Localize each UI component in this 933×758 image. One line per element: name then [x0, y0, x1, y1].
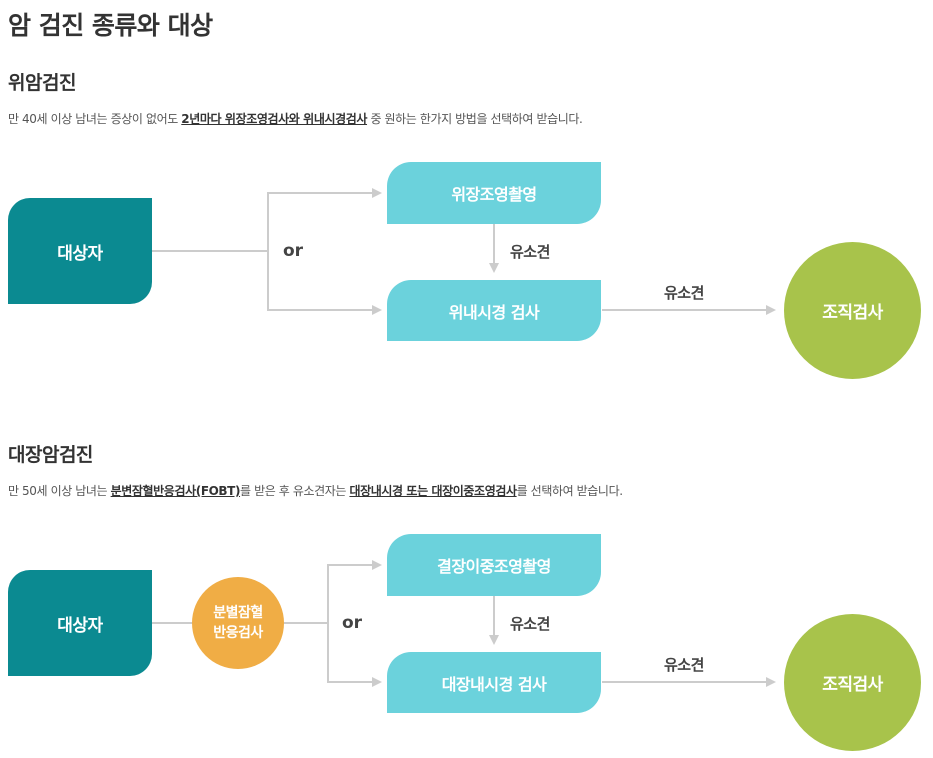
target-box: 대상자 — [8, 198, 152, 304]
fobt-label-line1: 분별잠혈 — [213, 605, 263, 621]
fobt-label-line2: 반응검사 — [213, 625, 263, 641]
connector-branch-up — [267, 188, 382, 251]
colon-desc-emphasis-colonoscopy: 대장내시경 또는 대장이중조영검사 — [349, 484, 517, 498]
step-upper-gi-series: 위장조영촬영 — [387, 162, 601, 224]
fobt-circle: 분별잠혈 반응검사 — [192, 577, 284, 669]
stomach-desc-text-end: 중 원하는 한가지 방법을 선택하여 받습니다. — [367, 112, 583, 126]
colon-flow-diagram: or 대상자 분별잠혈 반응검사 결장이중조영촬영 대장내시경 검사 유소견 유… — [0, 522, 933, 758]
stomach-flow-diagram: or 대상자 위장조영촬영 위내시경 검사 유소견 유소견 조직검사 — [0, 150, 933, 390]
colon-desc-emphasis-fobt: 분변잠혈반응검사(FOBT) — [110, 484, 241, 498]
colon-description: 만 50세 이상 남녀는 분변잠혈반응검사(FOBT)를 받은 후 유소견자는 … — [8, 482, 623, 499]
suspect-label-vertical: 유소견 — [510, 243, 550, 261]
step-double-contrast-barium: 결장이중조영촬영 — [387, 534, 601, 596]
stomach-section-title: 위암검진 — [8, 72, 76, 94]
stomach-desc-emphasis: 2년마다 위장조영검사와 위내시경검사 — [181, 112, 368, 126]
connector-branch-down — [327, 623, 382, 687]
step-gastroscopy: 위내시경 검사 — [387, 280, 601, 341]
biopsy-circle: 조직검사 — [784, 614, 921, 751]
step-colonoscopy: 대장내시경 검사 — [387, 652, 601, 713]
colon-desc-text-end: 를 선택하여 받습니다. — [516, 484, 623, 498]
connector-branch-up — [327, 560, 382, 623]
colon-connectors — [152, 560, 776, 687]
suspect-label-horizontal: 유소견 — [664, 656, 704, 674]
or-label: or — [340, 613, 365, 633]
or-label: or — [281, 241, 306, 261]
biopsy-circle: 조직검사 — [784, 242, 921, 379]
target-box: 대상자 — [8, 570, 152, 676]
stomach-description: 만 40세 이상 남녀는 증상이 없어도 2년마다 위장조영검사와 위내시경검사… — [8, 110, 583, 127]
stomach-desc-text: 만 40세 이상 남녀는 증상이 없어도 — [8, 112, 182, 126]
connector-branch-down — [267, 251, 382, 315]
suspect-label-horizontal: 유소견 — [664, 284, 704, 302]
suspect-label-vertical: 유소견 — [510, 615, 550, 633]
stomach-connectors — [152, 188, 776, 315]
colon-desc-text: 만 50세 이상 남녀는 — [8, 484, 111, 498]
colon-section-title: 대장암검진 — [8, 444, 93, 466]
colon-desc-text-mid: 를 받은 후 유소견자는 — [240, 484, 350, 498]
page-title: 암 검진 종류와 대상 — [8, 11, 213, 40]
